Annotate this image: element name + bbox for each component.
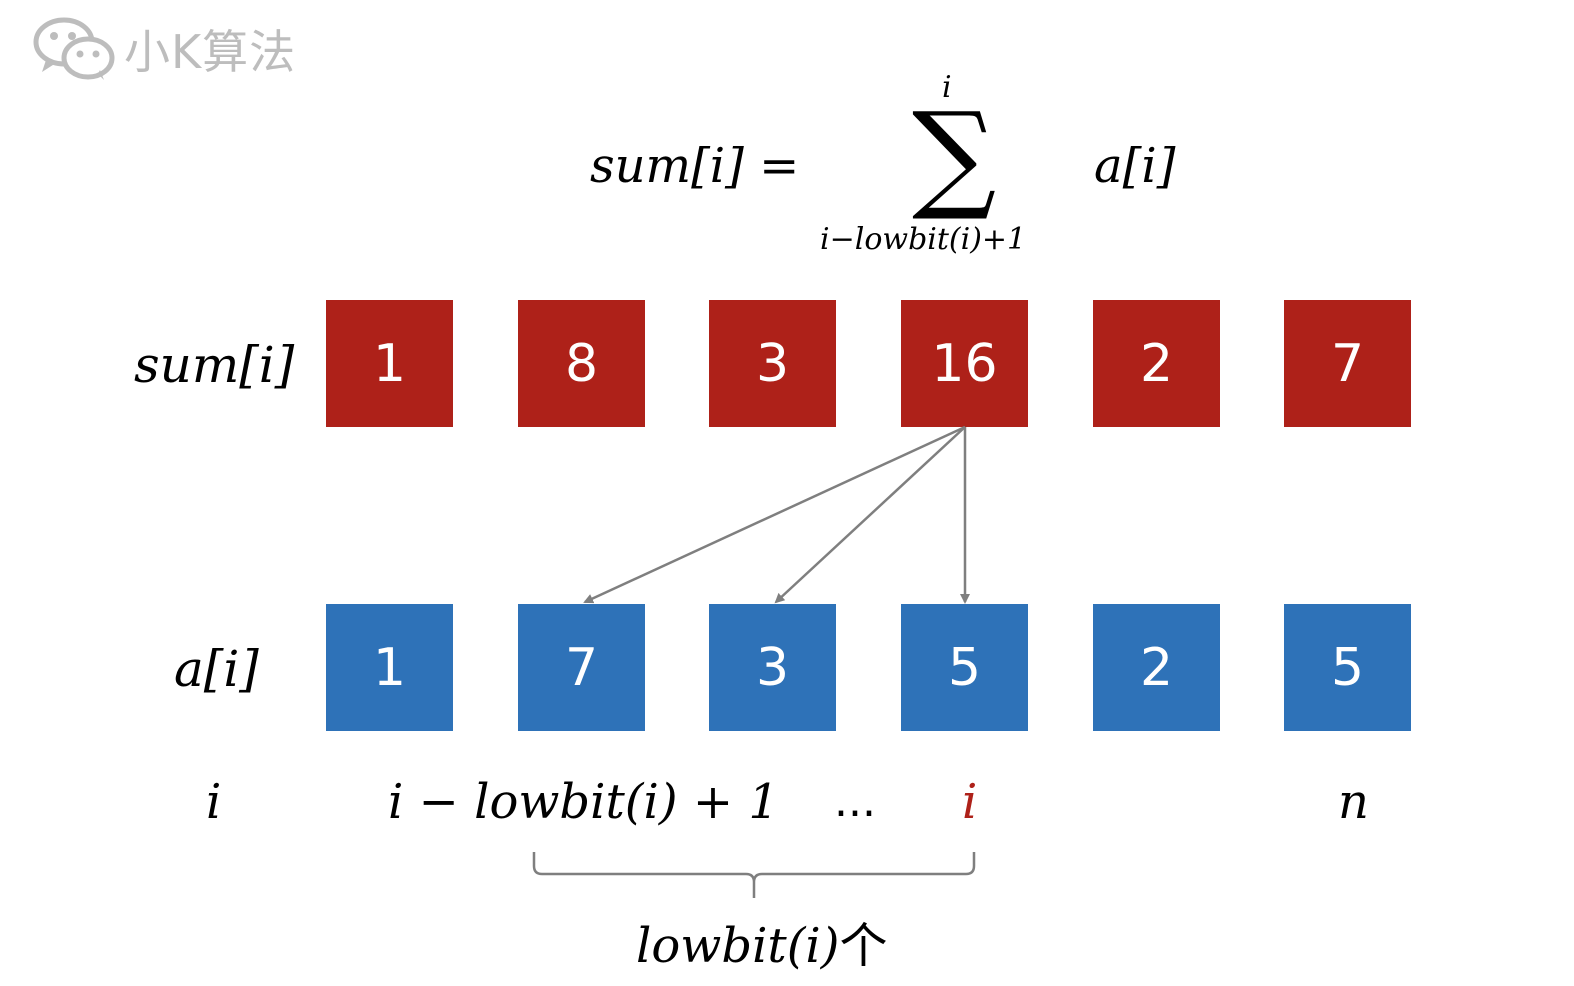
- a-cell: 2: [1093, 604, 1220, 731]
- watermark-text: 小K算法: [124, 25, 297, 79]
- index-current: i: [962, 774, 978, 830]
- index-last: n: [1338, 774, 1369, 830]
- a-cell: 1: [326, 604, 453, 731]
- wechat-icon: [33, 17, 115, 80]
- a-cell: 5: [1284, 604, 1411, 731]
- index-first: i: [206, 774, 222, 830]
- a-row-label: a[i]: [174, 640, 259, 698]
- a-cell: 5: [901, 604, 1028, 731]
- watermark: 小K算法: [32, 16, 296, 82]
- a-cell: 3: [709, 604, 836, 731]
- sum-cell: 2: [1093, 300, 1220, 427]
- index-ellipsis: ...: [834, 776, 876, 827]
- sum-cell-highlighted: 16: [901, 300, 1028, 427]
- sum-cell: 1: [326, 300, 453, 427]
- formula-sum-upper: i: [942, 70, 952, 105]
- arrow-to-a-cell-2: [583, 425, 966, 604]
- index-range-start: i − lowbit(i) + 1: [388, 774, 779, 830]
- range-brace: [532, 852, 976, 898]
- brace-label: lowbit(i)个: [636, 906, 888, 976]
- arrow-to-a-cell-3: [774, 426, 966, 604]
- sum-row-label: sum[i]: [134, 336, 295, 394]
- a-cell: 7: [518, 604, 645, 731]
- formula-lhs: sum[i] =: [590, 138, 800, 194]
- sum-cell: 3: [709, 300, 836, 427]
- brace-label-expr: lowbit(i): [636, 918, 840, 974]
- sum-cell: 7: [1284, 300, 1411, 427]
- formula-sum-lower: i−lowbit(i)+1: [820, 222, 1027, 257]
- summation-symbol: ∑: [912, 86, 997, 224]
- brace-label-suffix: 个: [839, 918, 888, 974]
- sum-cell: 8: [518, 300, 645, 427]
- formula-rhs: a[i]: [1094, 138, 1176, 194]
